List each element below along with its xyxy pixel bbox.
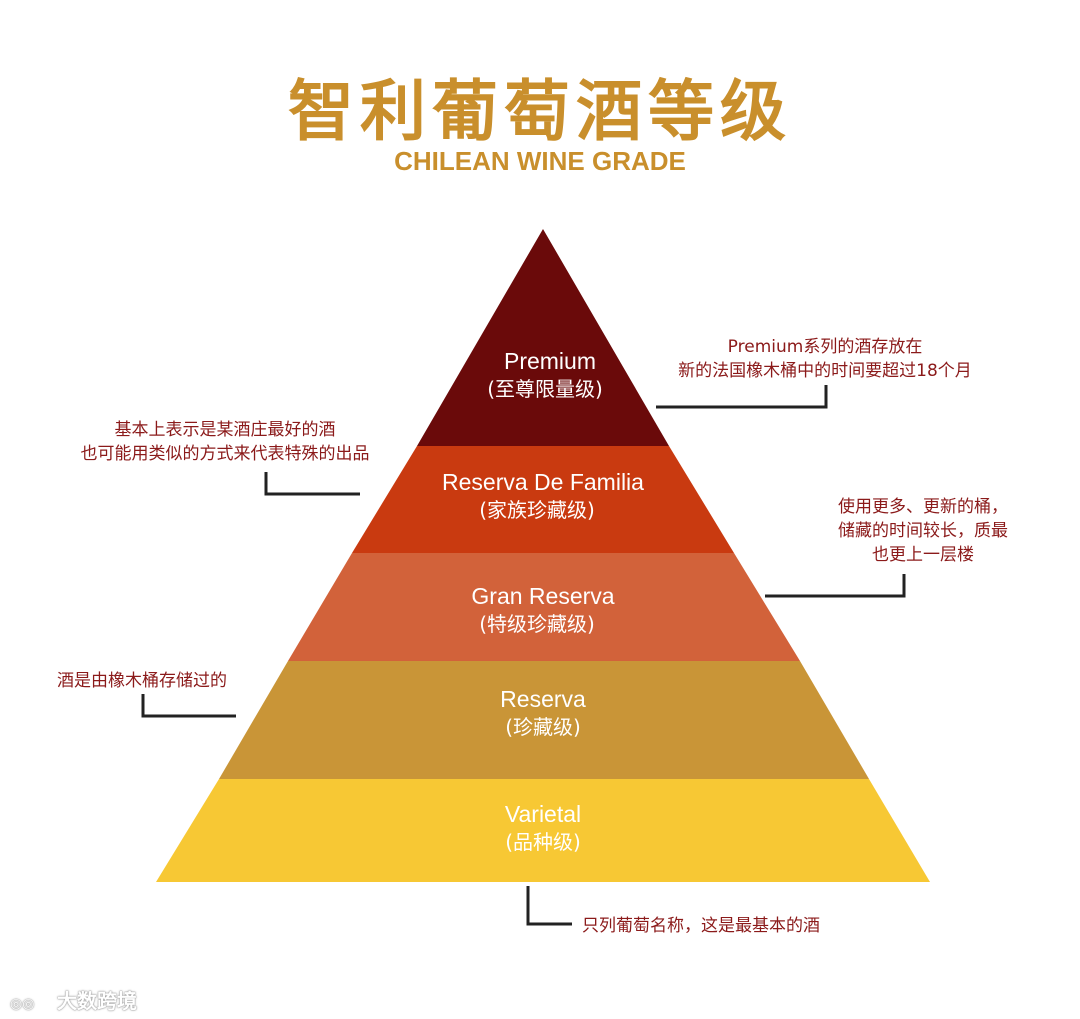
tier-varietal xyxy=(156,779,930,882)
annotation-line: Premium系列的酒存放在 xyxy=(727,337,923,357)
level-label-cn: (至尊限量级) xyxy=(487,377,603,401)
watermark: ◎◎ 大数跨境 xyxy=(10,985,137,1014)
level-label-en: Varietal xyxy=(505,801,581,827)
annotation-line: 基本上表示是某酒庄最好的酒 xyxy=(114,420,336,440)
watermark-text: 大数跨境 xyxy=(56,989,137,1013)
tier-reserva-de-familia xyxy=(352,446,734,553)
annotation-line: 也更上一层楼 xyxy=(872,545,974,565)
annotation-familia: 基本上表示是某酒庄最好的酒 也可能用类似的方式来代表特殊的出品 xyxy=(55,418,395,466)
annotation-line: 也可能用类似的方式来代表特殊的出品 xyxy=(80,444,370,464)
subtitle: CHILEAN WINE GRADE xyxy=(394,146,686,176)
tier-premium xyxy=(417,229,669,446)
connector-reserva xyxy=(141,694,236,718)
connector-premium xyxy=(656,385,828,409)
level-label-en: Reserva De Familia xyxy=(442,469,644,495)
connector-varietal xyxy=(526,886,572,926)
logo-icon: ◎◎ xyxy=(10,996,35,1012)
annotation-line: 使用更多、更新的桶， xyxy=(838,497,1008,517)
level-label-en: Premium xyxy=(504,348,596,374)
tier-gran-reserva xyxy=(288,553,800,661)
level-label-cn: (特级珍藏级) xyxy=(479,612,595,636)
annotation-reserva: 酒是由橡木桶存储过的 xyxy=(57,669,227,693)
annotation-line: 新的法国橡木桶中的时间要超过18个月 xyxy=(678,361,972,381)
annotation-line: 储藏的时间较长，质最 xyxy=(838,521,1008,541)
title: 智利葡萄酒等级 xyxy=(288,73,792,150)
annotation-varietal: 只列葡萄名称，这是最基本的酒 xyxy=(582,914,820,938)
annotation-line: 只列葡萄名称，这是最基本的酒 xyxy=(582,916,820,936)
annotation-premium: Premium系列的酒存放在 新的法国橡木桶中的时间要超过18个月 xyxy=(670,335,980,383)
level-label-en: Reserva xyxy=(500,686,586,712)
level-label-en: Gran Reserva xyxy=(471,583,614,609)
level-label-cn: (家族珍藏级) xyxy=(479,498,595,522)
annotation-line: 酒是由橡木桶存储过的 xyxy=(57,671,227,691)
tier-reserva xyxy=(219,661,869,779)
level-label-cn: (珍藏级) xyxy=(505,715,581,739)
connector-gran-reserva xyxy=(765,574,906,598)
level-label-cn: (品种级) xyxy=(505,830,581,854)
annotation-gran-reserva: 使用更多、更新的桶， 储藏的时间较长，质最 也更上一层楼 xyxy=(818,495,1028,567)
connector-familia xyxy=(264,472,360,496)
